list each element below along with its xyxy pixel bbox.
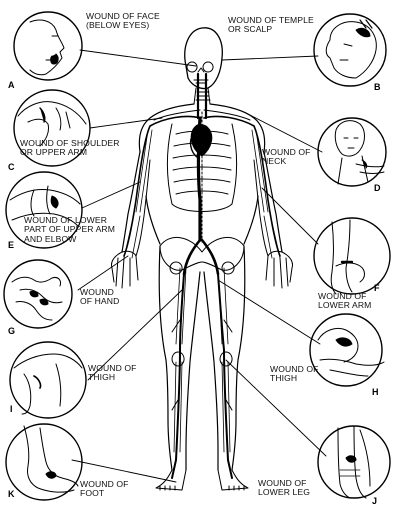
letter-a: A (8, 80, 15, 90)
label-lower-leg-wound: WOUND OF LOWER LEG (258, 479, 310, 498)
inset-b-temple (314, 14, 386, 86)
label-temple-wound: WOUND OF TEMPLE OR SCALP (228, 16, 314, 35)
letter-c: C (8, 162, 15, 172)
inset-d-neck (318, 118, 386, 186)
letter-k: K (8, 489, 15, 499)
label-neck-wound: WOUND OF NECK (262, 148, 311, 167)
label-thigh-wound-left: WOUND OF THIGH (88, 364, 137, 383)
inset-k-foot (6, 424, 82, 500)
letter-d: D (374, 183, 381, 193)
letter-e: E (8, 240, 14, 250)
letter-j: J (372, 496, 377, 506)
label-lower-arm-wound: WOUND OF LOWER ARM (318, 292, 371, 311)
artery-system (124, 74, 280, 478)
letter-f: F (374, 283, 380, 293)
human-figure (111, 28, 292, 490)
letter-h: H (372, 387, 379, 397)
inset-a-face (14, 12, 82, 80)
label-shoulder-wound: WOUND OF SHOULDER OR UPPER ARM (20, 139, 120, 158)
letter-i: I (10, 404, 13, 414)
letter-g: G (8, 326, 15, 336)
inset-g-hand (4, 260, 72, 328)
inset-i-thigh (10, 342, 86, 418)
label-elbow-wound: WOUND OF LOWER PART OF UPPER ARM AND ELB… (24, 216, 115, 244)
inset-j-lower-leg (318, 426, 390, 498)
inset-h-thigh (310, 314, 384, 386)
letter-b: B (374, 82, 381, 92)
label-thigh-wound-right: WOUND OF THIGH (270, 365, 319, 384)
label-hand-wound: WOUND OF HAND (80, 288, 119, 307)
label-face-wound: WOUND OF FACE (BELOW EYES) (86, 12, 160, 31)
label-foot-wound: WOUND OF FOOT (80, 480, 129, 499)
